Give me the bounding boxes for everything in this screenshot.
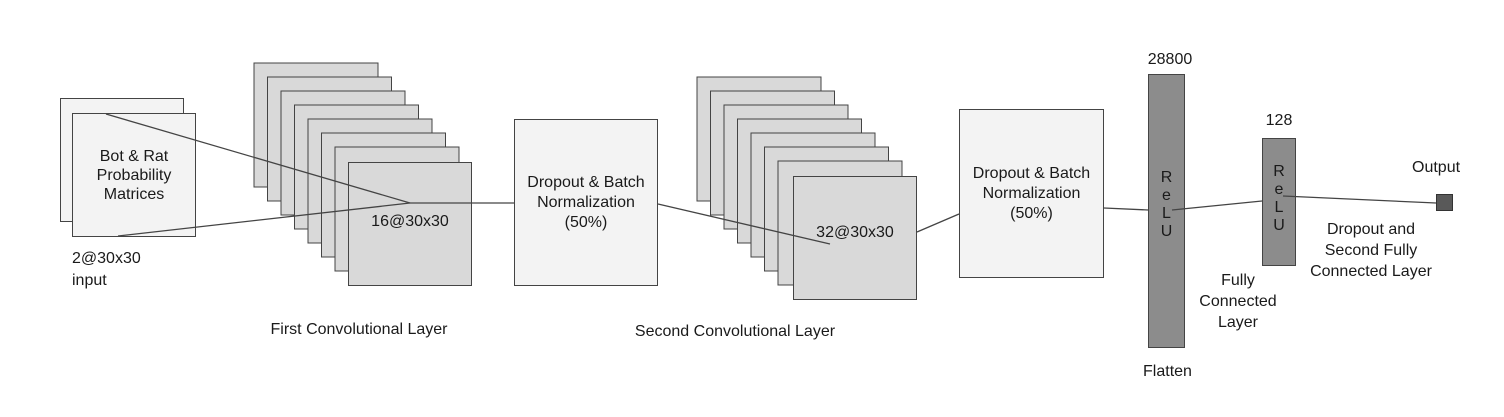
relu-letter: U (1160, 223, 1173, 240)
input-front-sheet: Bot & Rat Probability Matrices (72, 113, 196, 237)
relu-letter: e (1162, 187, 1171, 204)
output-node (1436, 194, 1453, 211)
input-shape-label: 2@30x30 (72, 250, 141, 267)
conv2-shape-label: 32@30x30 (816, 224, 894, 241)
fc-caption: Fully Connected Layer (1199, 272, 1277, 331)
flatten-size-label: 28800 (1147, 51, 1193, 68)
fc-size-label: 128 (1265, 112, 1293, 129)
conv2-caption: Second Convolutional Layer (634, 323, 836, 340)
input-title: Bot & Rat Probability Matrices (96, 147, 172, 203)
relu-letter: U (1273, 217, 1285, 234)
dropout-batchnorm-1-text: Dropout & Batch Normalization (50%) (527, 173, 645, 231)
relu-letter: R (1273, 163, 1285, 180)
conv1-front-sheet: 16@30x30 (348, 162, 472, 286)
relu-letter: e (1274, 181, 1284, 198)
conv1-shape-label: 16@30x30 (371, 213, 449, 230)
dropout-batchnorm-2: Dropout & Batch Normalization (50%) (959, 109, 1104, 278)
fc-relu-label: R e L U (1263, 163, 1295, 235)
relu-letter: L (1162, 205, 1171, 222)
flatten-relu-label: R e L U (1149, 169, 1184, 241)
dropout-fc-caption: Dropout and Second Fully Connected Layer (1310, 221, 1432, 280)
flatten-bar: R e L U (1148, 74, 1185, 348)
flatten-caption: Flatten (1143, 363, 1192, 380)
dropout-batchnorm-2-text: Dropout & Batch Normalization (50%) (972, 164, 1091, 222)
conv2-front-sheet: 32@30x30 (793, 176, 917, 300)
conv1-caption: First Convolutional Layer (270, 321, 448, 338)
output-caption: Output (1412, 159, 1461, 176)
relu-letter: R (1160, 169, 1173, 186)
input-caption: input (72, 272, 107, 289)
fc-bar: R e L U (1262, 138, 1296, 266)
relu-letter: L (1274, 199, 1284, 216)
dropout-batchnorm-1: Dropout & Batch Normalization (50%) (514, 119, 658, 286)
